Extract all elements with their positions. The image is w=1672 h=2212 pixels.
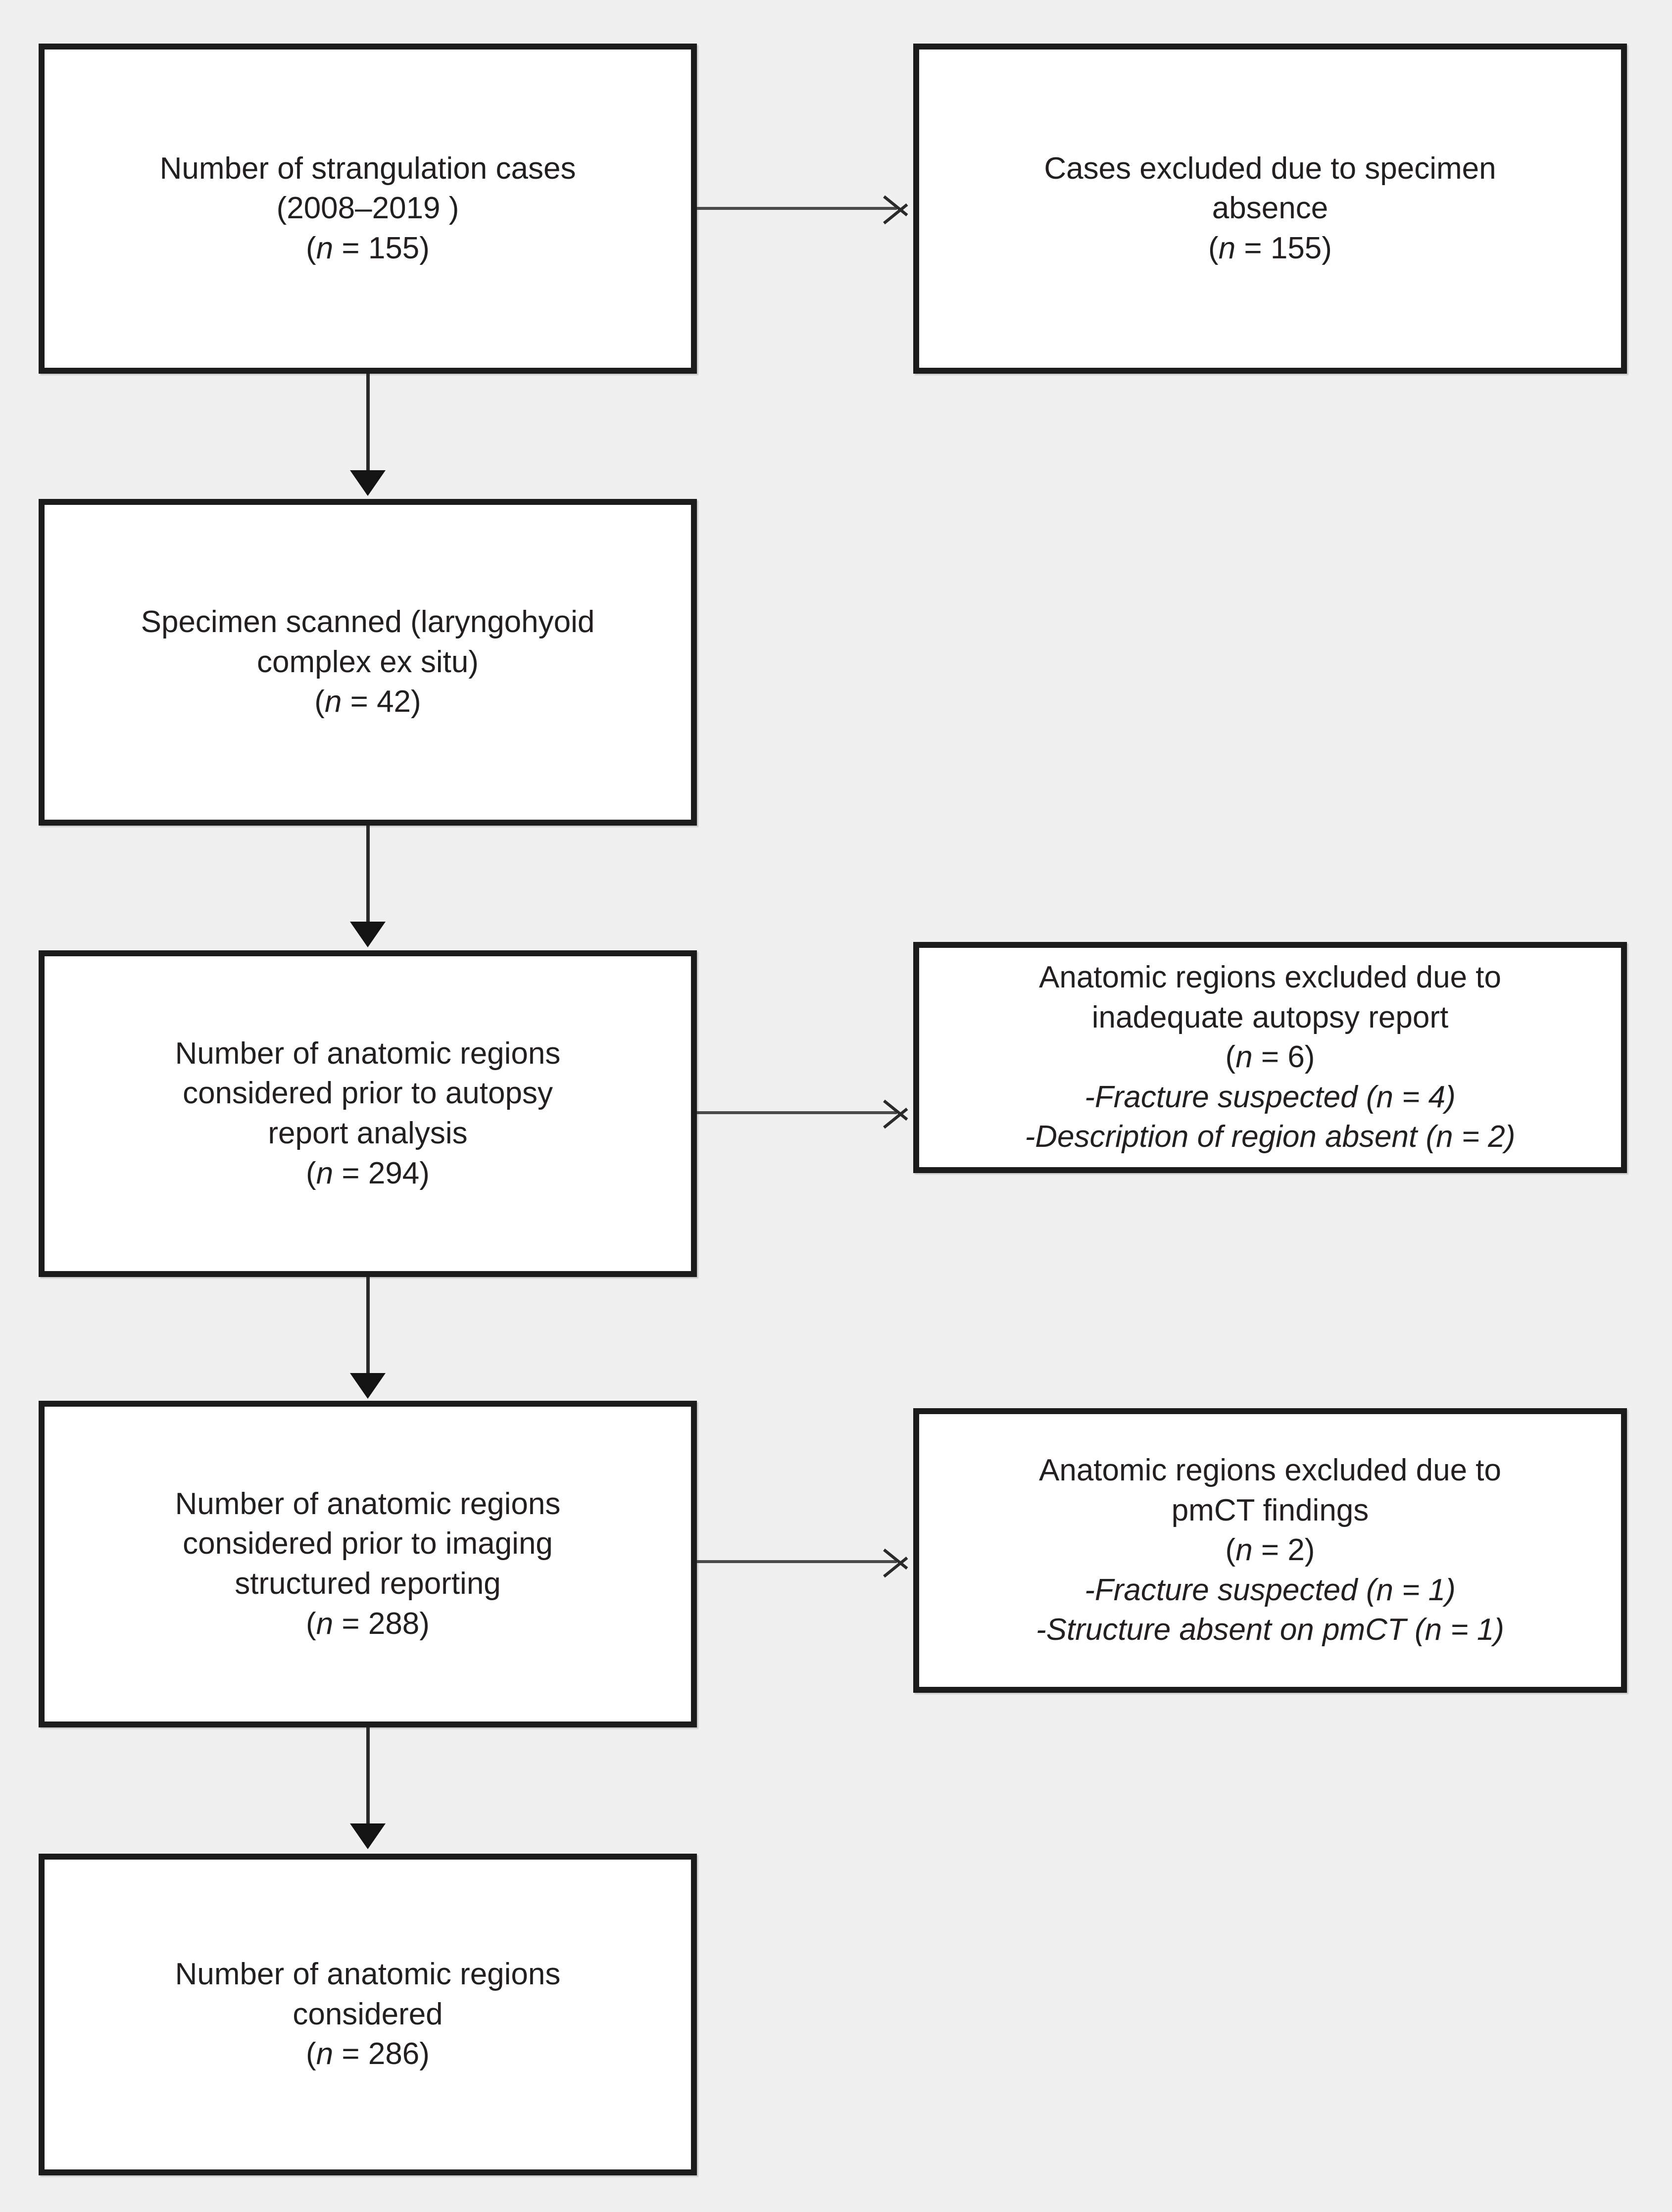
node-count: (n = 286): [306, 2037, 430, 2071]
node-line-2: pmCT findings: [1171, 1493, 1369, 1527]
connector-specimen-to-autopsy-line: [366, 826, 370, 924]
node-line-1: Number of strangulation cases: [159, 151, 576, 186]
node-count: (n = 155): [1208, 231, 1332, 265]
node-text: Number of anatomic regions considered pr…: [45, 1484, 691, 1644]
node-line-2: (2008–2019 ): [276, 191, 459, 226]
arrow-right-icon: [884, 187, 910, 230]
node-count: (n = 294): [306, 1156, 430, 1190]
node-line-1: Anatomic regions excluded due to: [1038, 1453, 1502, 1488]
node-text: Number of anatomic regions considered (n…: [45, 1955, 691, 2074]
node-regions-considered-final[interactable]: Number of anatomic regions considered (n…: [39, 1854, 697, 2175]
node-breakdown-1: -Fracture suspected (n = 4): [1084, 1080, 1456, 1114]
node-excluded-specimen-absence[interactable]: Cases excluded due to specimen absence (…: [913, 44, 1627, 374]
node-text: Cases excluded due to specimen absence (…: [919, 149, 1621, 269]
node-line-2: absence: [1212, 191, 1328, 226]
node-count: (n = 288): [306, 1606, 430, 1641]
node-line-1: Specimen scanned (laryngohyoid: [141, 605, 595, 639]
node-line-1: Anatomic regions excluded due to: [1038, 960, 1502, 995]
node-text: Number of anatomic regions considered pr…: [45, 1034, 691, 1193]
connector-autopsy-to-excluded-autopsy-line: [697, 1111, 897, 1114]
connector-imaging-to-excluded-pmct-line: [697, 1560, 897, 1563]
node-excluded-inadequate-autopsy-report[interactable]: Anatomic regions excluded due to inadequ…: [913, 942, 1627, 1173]
node-text: Anatomic regions excluded due to inadequ…: [919, 958, 1621, 1157]
node-count: (n = 6): [1225, 1040, 1315, 1075]
node-text: Number of strangulation cases (2008–2019…: [45, 149, 691, 269]
arrow-down-icon: [350, 1373, 386, 1399]
node-line-2: complex ex situ): [257, 644, 479, 679]
node-line-2: considered: [293, 1997, 443, 2031]
node-strangulation-cases[interactable]: Number of strangulation cases (2008–2019…: [39, 44, 697, 374]
arrow-right-icon: [884, 1540, 910, 1583]
connector-cases-to-excluded-specimen-line: [697, 207, 897, 210]
node-line-1: Number of anatomic regions: [175, 1486, 561, 1521]
node-breakdown-2: -Description of region absent (n = 2): [1025, 1120, 1516, 1154]
node-line-1: Number of anatomic regions: [175, 1036, 561, 1071]
node-line-3: report analysis: [268, 1116, 468, 1150]
node-count: (n = 155): [306, 231, 430, 265]
node-line-3: structured reporting: [235, 1567, 501, 1601]
node-count: (n = 2): [1225, 1533, 1315, 1568]
node-line-2: considered prior to autopsy: [183, 1076, 553, 1111]
node-regions-prior-imaging[interactable]: Number of anatomic regions considered pr…: [39, 1401, 697, 1727]
node-regions-prior-autopsy[interactable]: Number of anatomic regions considered pr…: [39, 950, 697, 1277]
node-breakdown-1: -Fracture suspected (n = 1): [1084, 1573, 1456, 1607]
node-line-2: considered prior to imaging: [183, 1526, 553, 1561]
arrow-down-icon: [350, 922, 386, 947]
node-excluded-pmct-findings[interactable]: Anatomic regions excluded due to pmCT fi…: [913, 1408, 1627, 1693]
arrow-down-icon: [350, 1823, 386, 1849]
node-line-2: inadequate autopsy report: [1091, 1000, 1449, 1034]
connector-cases-to-specimen-line: [366, 374, 370, 473]
node-text: Specimen scanned (laryngohyoid complex e…: [45, 602, 691, 722]
node-line-1: Cases excluded due to specimen: [1044, 151, 1496, 186]
node-breakdown-2: -Structure absent on pmCT (n = 1): [1036, 1613, 1504, 1647]
arrow-down-icon: [350, 470, 386, 496]
node-specimen-scanned[interactable]: Specimen scanned (laryngohyoid complex e…: [39, 499, 697, 826]
node-line-1: Number of anatomic regions: [175, 1957, 561, 1992]
node-text: Anatomic regions excluded due to pmCT fi…: [919, 1451, 1621, 1650]
arrow-right-icon: [884, 1091, 910, 1134]
connector-imaging-to-final-line: [366, 1727, 370, 1825]
node-count: (n = 42): [314, 685, 421, 719]
connector-autopsy-to-imaging-line: [366, 1277, 370, 1375]
